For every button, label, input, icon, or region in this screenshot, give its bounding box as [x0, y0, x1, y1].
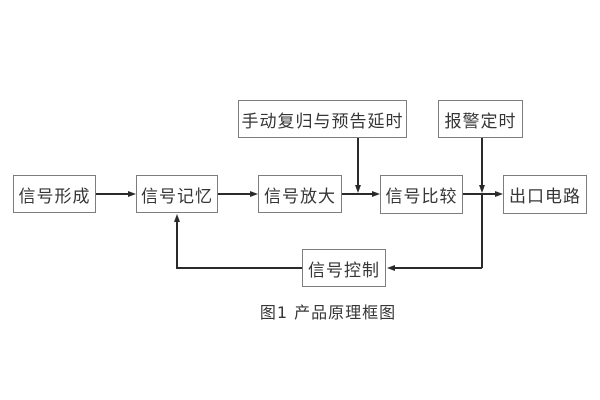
- node-signal-amplify: 信号放大: [258, 175, 342, 213]
- node-manual-reset-delay: 手动复归与预告延时: [238, 100, 407, 138]
- node-signal-formation-label: 信号形成: [18, 186, 91, 207]
- node-signal-memory: 信号记忆: [136, 175, 218, 213]
- node-signal-memory-label: 信号记忆: [141, 186, 213, 207]
- node-alarm-timing: 报警定时: [438, 100, 523, 138]
- node-alarm-timing-label: 报警定时: [444, 111, 517, 132]
- node-output-circuit-label: 出口电路: [509, 187, 581, 207]
- node-manual-reset-delay-label: 手动复归与预告延时: [241, 111, 404, 132]
- node-signal-formation: 信号形成: [13, 175, 96, 213]
- node-output-circuit: 出口电路: [503, 175, 587, 214]
- node-signal-compare-label: 信号比较: [385, 187, 458, 207]
- node-signal-control: 信号控制: [302, 249, 386, 287]
- node-signal-compare: 信号比较: [380, 175, 463, 214]
- diagram-caption: 图1 产品原理框图: [259, 303, 397, 322]
- node-signal-amplify-label: 信号放大: [264, 186, 336, 207]
- node-signal-control-label: 信号控制: [308, 260, 380, 281]
